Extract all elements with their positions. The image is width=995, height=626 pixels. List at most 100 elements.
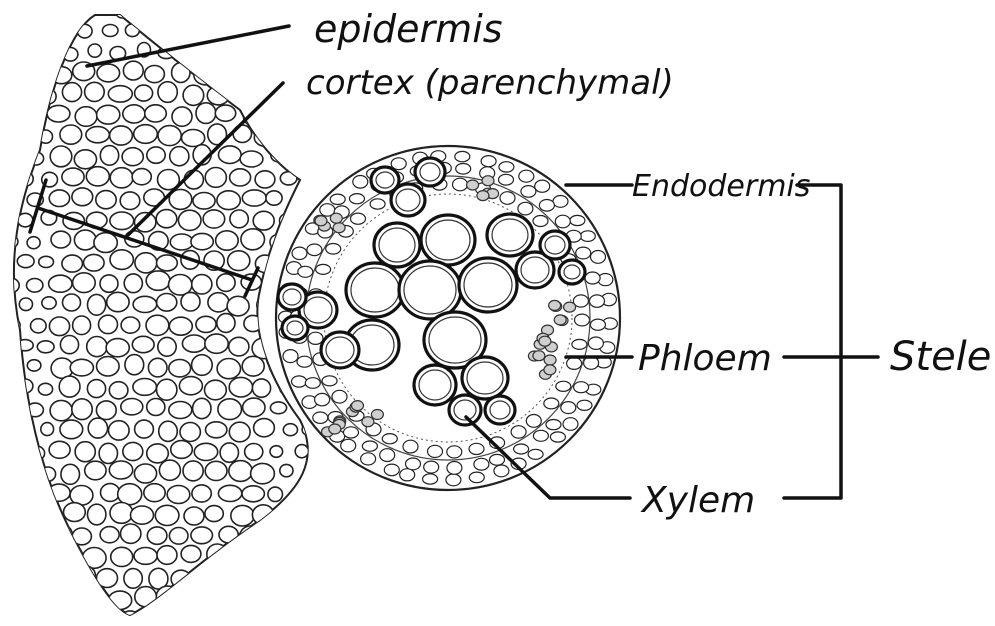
parenchyma-cell <box>5 69 21 81</box>
parenchyma-cell <box>19 424 34 437</box>
parenchyma-cell <box>180 423 200 442</box>
parenchyma-cell <box>291 526 305 540</box>
parenchyma-cell <box>295 445 308 458</box>
parenchyma-cell <box>88 504 106 525</box>
parenchyma-cell <box>0 129 10 143</box>
parenchyma-cell <box>6 611 19 625</box>
parenchyma-cell <box>62 83 81 102</box>
parenchyma-cell <box>251 463 275 483</box>
parenchyma-cell <box>290 149 306 163</box>
parenchyma-cell <box>97 64 120 82</box>
xylem-lumen <box>326 337 354 363</box>
parenchyma-cell <box>0 44 9 58</box>
phloem-cell <box>544 365 556 375</box>
endodermis-cell <box>533 216 548 227</box>
endodermis-cell <box>533 430 548 441</box>
endodermis-cell <box>499 162 514 172</box>
parenchyma-cell <box>60 125 82 144</box>
endodermis-cell <box>555 215 570 228</box>
parenchyma-cell <box>159 421 178 441</box>
parenchyma-cell <box>121 611 139 626</box>
endodermis-cell <box>283 350 298 363</box>
parenchyma-cell <box>63 294 81 311</box>
endodermis-cell <box>403 440 418 453</box>
parenchyma-cell <box>245 567 263 585</box>
parenchyma-cell <box>167 486 190 504</box>
parenchyma-cell <box>171 25 184 36</box>
endodermis-cell <box>447 446 462 458</box>
endodermis-cell <box>518 202 533 215</box>
endodermis-cell <box>528 449 543 459</box>
parenchyma-cell <box>19 507 33 520</box>
parenchyma-cell <box>239 611 262 626</box>
parenchyma-cell <box>272 110 285 122</box>
parenchyma-cell <box>158 82 177 103</box>
parenchyma-cell <box>219 526 238 543</box>
parenchyma-cell <box>29 65 44 78</box>
xylem-lumen <box>521 257 549 283</box>
parenchyma-cell <box>169 528 188 545</box>
xylem-lumen <box>404 266 456 314</box>
parenchyma-cell <box>16 45 29 59</box>
stele-label: Stele <box>890 334 991 380</box>
parenchyma-cell <box>122 148 143 166</box>
xylem-lumen <box>464 263 512 307</box>
parenchyma-cell <box>0 381 7 395</box>
endodermis-cell <box>585 272 600 284</box>
parenchyma-cell <box>270 402 286 414</box>
xylem-lumen <box>467 362 503 394</box>
parenchyma-cell <box>61 464 80 484</box>
parenchyma-cell <box>88 44 101 57</box>
parenchyma-cell <box>27 279 43 293</box>
parenchyma-cell <box>111 547 133 566</box>
parenchyma-cell <box>305 506 322 519</box>
parenchyma-cell <box>293 571 307 582</box>
parenchyma-cell <box>257 296 276 314</box>
parenchyma-cell <box>199 24 214 36</box>
parenchyma-cell <box>145 66 165 83</box>
parenchyma-cell <box>184 170 203 189</box>
parenchyma-cell <box>283 2 297 14</box>
parenchyma-cell <box>203 210 225 228</box>
parenchyma-cell <box>135 587 157 607</box>
endodermis-cell <box>550 432 565 442</box>
parenchyma-cell <box>257 546 276 564</box>
parenchyma-cell <box>42 591 57 603</box>
endodermis-cell <box>382 434 397 444</box>
parenchyma-cell <box>134 548 157 565</box>
parenchyma-cell <box>242 486 264 502</box>
endodermis-cell <box>572 339 587 349</box>
parenchyma-cell <box>18 3 32 17</box>
parenchyma-cell <box>125 355 144 375</box>
parenchyma-cell <box>205 506 223 522</box>
parenchyma-cell <box>29 109 46 123</box>
parenchyma-cell <box>74 150 96 169</box>
parenchyma-cell <box>266 191 282 205</box>
parenchyma-cell <box>315 528 331 541</box>
phloem-cell <box>329 424 341 434</box>
phloem-cell <box>362 417 374 427</box>
xylem-lumen <box>283 289 301 305</box>
xylem-lumen <box>351 268 399 312</box>
parenchyma-cell <box>244 67 262 84</box>
parenchyma-cell <box>6 192 19 204</box>
parenchyma-cell <box>121 317 140 333</box>
parenchyma-cell <box>60 336 78 354</box>
parenchyma-cell <box>159 460 180 480</box>
parenchyma-cell <box>205 461 227 480</box>
parenchyma-cell <box>147 147 165 163</box>
endodermis-cell <box>315 393 330 405</box>
parenchyma-cell <box>125 24 139 37</box>
parenchyma-cell <box>109 461 132 479</box>
parenchyma-cell <box>270 446 283 458</box>
parenchyma-cell <box>281 89 297 104</box>
parenchyma-cell <box>134 125 158 144</box>
parenchyma-cell <box>207 2 224 15</box>
parenchyma-cell <box>85 592 105 609</box>
parenchyma-cell <box>50 146 72 167</box>
parenchyma-cell <box>270 610 285 624</box>
parenchyma-cell <box>193 398 211 418</box>
parenchyma-cell <box>181 292 200 311</box>
parenchyma-cell <box>207 86 229 105</box>
